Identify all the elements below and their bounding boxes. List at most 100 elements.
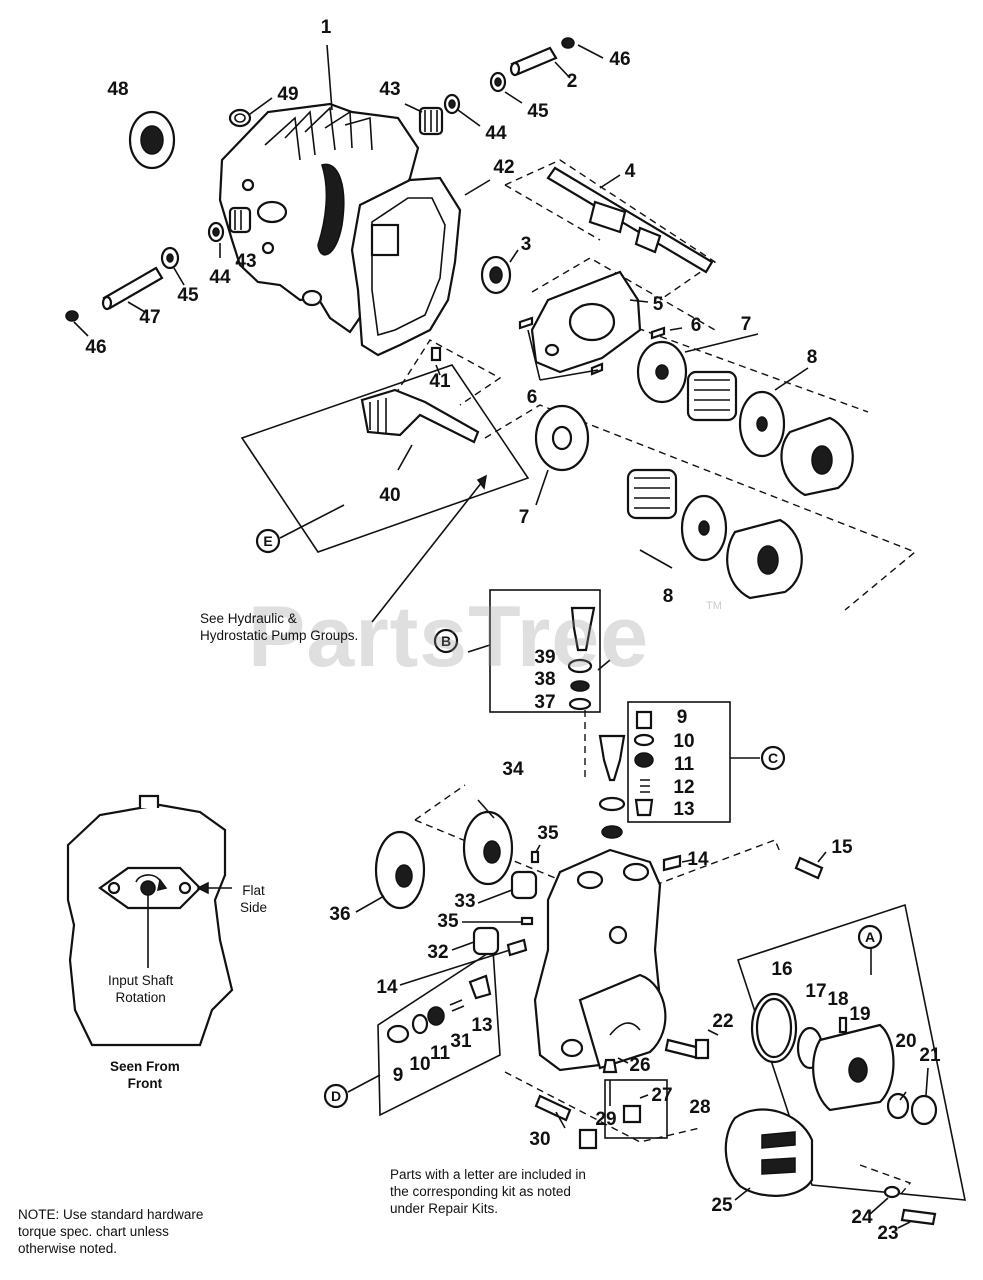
input-shaft-4 <box>546 166 714 274</box>
callout-33: 33 <box>454 891 475 912</box>
filter-25 <box>724 1108 814 1197</box>
callout-7b: 7 <box>519 507 530 528</box>
small-parts-14-15-35 <box>506 850 824 957</box>
pins-6 <box>518 316 666 376</box>
callout-18: 18 <box>827 989 848 1010</box>
callout-21: 21 <box>919 1045 941 1066</box>
callout-43b: 43 <box>235 251 256 272</box>
rotation-inset-drawing <box>66 794 234 1047</box>
thrust-plate-7-upper <box>636 340 688 404</box>
kit-letter-b: B <box>441 633 451 649</box>
callout-40: 40 <box>379 485 400 506</box>
callout-45: 45 <box>527 101 549 122</box>
callout-49: 49 <box>277 84 298 105</box>
callout-34: 34 <box>502 759 524 780</box>
bearing-3 <box>480 255 512 295</box>
callout-11a: 11 <box>674 754 695 775</box>
kit-boxes <box>240 364 966 1201</box>
plug-49 <box>228 108 252 128</box>
callout-35a: 35 <box>537 823 559 844</box>
bearing-43-left <box>228 206 252 234</box>
callout-43: 43 <box>379 79 400 100</box>
pump-groups-note: See Hydraulic & Hydrostatic Pump Groups. <box>200 611 359 643</box>
bottom-fittings <box>534 1038 710 1150</box>
callout-24: 24 <box>851 1207 873 1228</box>
kit-letters: A B C D E <box>255 528 883 1109</box>
repair-kit-note: Parts with a letter are included in the … <box>390 1167 586 1216</box>
kit-letter-a: A <box>865 929 875 945</box>
rotor-group-8-upper <box>686 370 854 497</box>
callout-14b: 14 <box>376 977 398 998</box>
kit-letter-d: D <box>331 1088 341 1104</box>
callout-39: 39 <box>534 647 555 668</box>
washer-45-left <box>160 246 180 270</box>
callout-2: 2 <box>567 71 578 92</box>
output-shaft-40 <box>360 388 480 444</box>
input-shaft-rotation-label: Input Shaft Rotation <box>108 973 174 1005</box>
callout-7a: 7 <box>741 314 752 335</box>
callout-28: 28 <box>689 1097 710 1118</box>
callout-29: 29 <box>595 1109 616 1130</box>
rotor-group-8-lower <box>626 468 803 600</box>
callout-25: 25 <box>711 1195 733 1216</box>
callout-36: 36 <box>329 904 350 925</box>
callout-13b: 13 <box>471 1015 492 1036</box>
flat-side-label: Flat Side <box>240 883 268 915</box>
seal-44-top <box>443 93 461 115</box>
part-callouts: 1 2 46 45 43 44 48 49 42 4 3 44 43 45 47… <box>85 17 941 1244</box>
thrust-plate-7-lower <box>534 404 590 472</box>
callout-31: 31 <box>450 1031 472 1052</box>
callout-41: 41 <box>429 371 451 392</box>
cover-plates-34-36 <box>374 810 514 910</box>
callout-6b: 6 <box>527 387 538 408</box>
seal-48 <box>128 110 176 170</box>
callout-44b: 44 <box>209 267 231 288</box>
callout-8a: 8 <box>807 347 818 368</box>
callout-17: 17 <box>805 981 826 1002</box>
callout-37: 37 <box>534 692 555 713</box>
callout-32: 32 <box>427 942 448 963</box>
swashplate-5 <box>530 270 642 374</box>
kit-a-parts <box>750 992 938 1126</box>
callout-46b: 46 <box>85 337 106 358</box>
dashed-group-lines <box>394 159 917 1196</box>
callout-20: 20 <box>895 1031 916 1052</box>
kit-letter-e: E <box>263 533 272 549</box>
callout-16: 16 <box>771 959 792 980</box>
bolts-23-24 <box>883 1185 937 1226</box>
callout-9a: 9 <box>677 707 688 728</box>
callout-15: 15 <box>831 837 853 858</box>
callout-26: 26 <box>629 1055 650 1076</box>
callout-30: 30 <box>529 1129 550 1150</box>
callout-35b: 35 <box>437 911 459 932</box>
bearing-43-top <box>418 106 444 136</box>
callout-27: 27 <box>651 1085 672 1106</box>
callout-46: 46 <box>609 49 630 70</box>
callout-6a: 6 <box>691 315 702 336</box>
kit-letter-c: C <box>768 750 778 766</box>
pin-2 <box>509 46 558 77</box>
leader-lines <box>73 44 929 1229</box>
watermark: PartsTree <box>248 589 650 685</box>
callout-23: 23 <box>877 1223 898 1244</box>
callout-10a: 10 <box>673 731 694 752</box>
callout-5: 5 <box>653 294 664 315</box>
seen-from-front-label: Seen From Front <box>110 1059 180 1091</box>
valve-kit-c-parts <box>598 710 655 839</box>
callout-47: 47 <box>139 307 160 328</box>
callout-4: 4 <box>625 161 636 182</box>
cap-46-top <box>561 37 575 49</box>
callout-8b: 8 <box>663 586 674 607</box>
callout-22: 22 <box>712 1011 733 1032</box>
callout-19: 19 <box>849 1004 870 1025</box>
washer-45-top <box>489 71 507 93</box>
seal-44-left <box>207 221 225 243</box>
callout-3: 3 <box>521 234 532 255</box>
callout-42: 42 <box>493 157 514 178</box>
pin-41 <box>430 346 442 362</box>
valve-kit-b-parts <box>567 606 596 711</box>
callout-11b: 11 <box>430 1043 451 1064</box>
callout-9b: 9 <box>393 1065 404 1086</box>
callout-44: 44 <box>485 123 507 144</box>
